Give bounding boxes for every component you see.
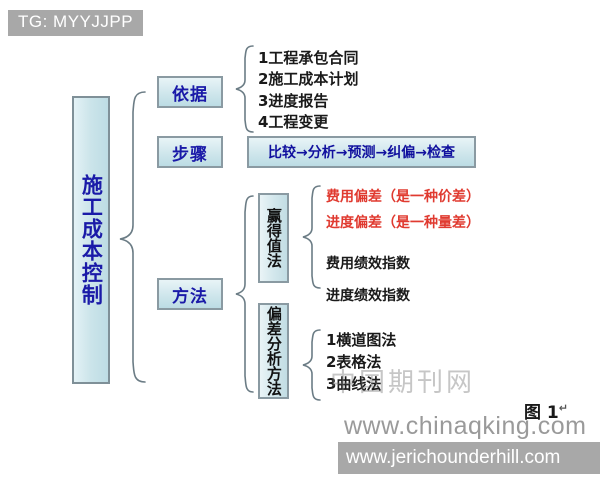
watermark-center: 中国期刊网 (330, 368, 476, 398)
list-item: 费用绩效指数 (326, 256, 410, 272)
list-item: 3进度报告 (258, 91, 329, 110)
list-item: 2表格法 (326, 352, 382, 371)
branch-node-basis[interactable]: 依据 (157, 76, 223, 108)
watermark-site-url: www.chinaqking.com (344, 412, 587, 440)
watermark-bottom-bar: www.jerichounderhill.com (338, 442, 600, 474)
list-item: 进度绩效指数 (326, 288, 410, 304)
tg-badge: TG: MYYJJPP (8, 10, 144, 36)
deviation-item-list: 1横道图法 2表格法 3曲线法 (326, 330, 396, 395)
list-item: 1工程承包合同 (258, 49, 359, 67)
basis-item-list: 1工程承包合同 2施工成本计划 3进度报告 4工程变更 (258, 48, 358, 133)
method-node-earned-value[interactable]: 赢得值法 (258, 193, 289, 283)
list-item: 4工程变更 (258, 112, 329, 131)
branch-node-steps[interactable]: 步骤 (157, 136, 223, 168)
list-item: 1横道图法 (326, 331, 397, 349)
steps-flow-box: 比较→分析→预测→纠偏→检查 (247, 136, 476, 168)
figure-caption: 图 1↵ (524, 398, 568, 423)
method-node-deviation-analysis[interactable]: 偏差分析方法 (258, 303, 289, 399)
list-item: 3曲线法 (326, 374, 382, 393)
root-node-construction-cost-control[interactable]: 施工成本控制 (72, 96, 110, 384)
list-item: 2施工成本计划 (258, 70, 359, 89)
branch-node-methods[interactable]: 方法 (157, 278, 223, 310)
list-item: 费用偏差（是一种价差） (326, 189, 480, 205)
figure-caption-text: 图 1 (524, 403, 559, 423)
watermark-bottom-text: www.jerichounderhill.com (346, 447, 561, 468)
paragraph-mark-icon: ↵ (558, 401, 568, 415)
list-item: 进度偏差（是一种量差） (326, 215, 480, 231)
